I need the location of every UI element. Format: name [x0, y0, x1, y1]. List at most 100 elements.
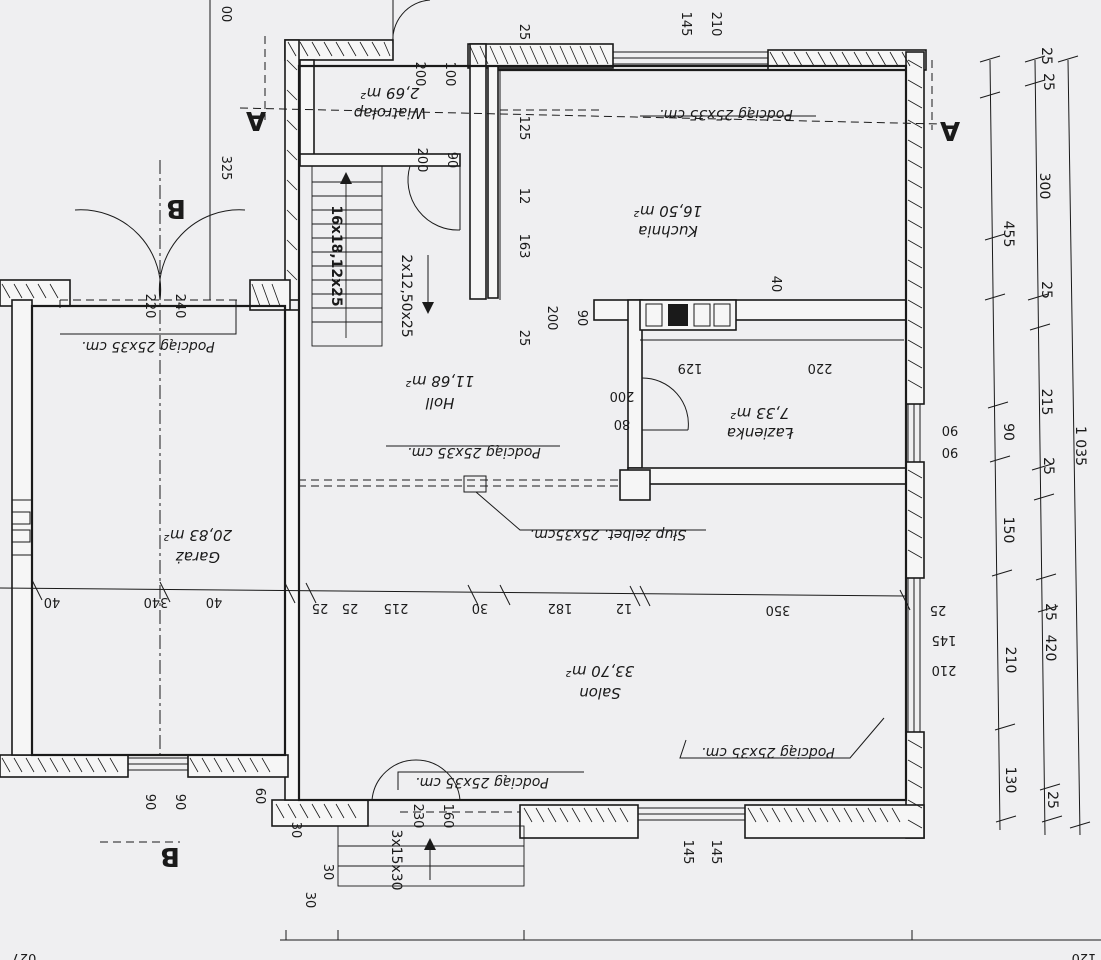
dim-cross-8: 12: [616, 600, 633, 615]
dim-bottom-60: 60: [252, 788, 267, 805]
dim-chimney-40: 40: [768, 276, 783, 293]
room-name-garaz: Garaż: [175, 548, 220, 566]
dim-kitchen-door-1: 200: [544, 306, 559, 331]
entry-stairs: [337, 825, 525, 887]
dim-top-left-door-1: 200: [412, 62, 427, 87]
room-name-hall: Holl: [425, 394, 455, 412]
dim-kitchen-left-0: 125: [516, 116, 531, 141]
labels: A A B B Wiatrołap 2,69 m² Kuchnia 16,50 …: [60, 84, 960, 891]
section-mark-a-left: A: [246, 105, 266, 135]
dim-garage-window-low-0: 90: [142, 794, 157, 811]
dim-left-top: 00: [218, 6, 233, 23]
dim-kitchen-left-1: 12: [516, 188, 531, 205]
chimney: [639, 299, 737, 331]
dim-cross-5: 215: [384, 600, 409, 615]
room-area-lazienka: 7,33 m²: [731, 404, 790, 422]
windows: [11, 51, 921, 821]
dim-cross-10: 25: [930, 602, 947, 617]
dim-bath-window-1: 90: [942, 444, 959, 459]
plan-dimensions: 210 145 100 200 25 00 325 125 12 163 90 …: [12, 6, 1097, 960]
dim-right-mid-0: 455: [1000, 221, 1016, 248]
dim-bottom-edge-left: 027: [12, 950, 37, 960]
dim-right-outer-3: 215: [1038, 389, 1054, 416]
room-area-kuchnia: 16,50 m²: [634, 202, 702, 220]
room-area-salon: 33,70 m²: [566, 662, 634, 680]
room-name-salon: Salon: [579, 684, 621, 702]
beam-lines: [59, 36, 941, 843]
room-area-garaz: 20,83 m²: [164, 526, 232, 544]
dim-top-window-1: 145: [678, 12, 693, 37]
dim-entry-door-1: 230: [410, 804, 425, 829]
dim-cross-0: 40: [44, 594, 61, 609]
note-podciag-entry: Podciąg 25x35 cm.: [415, 774, 549, 790]
note-stairs-main: 16x18,12x25: [328, 205, 344, 306]
note-podciag-salon: Podciąg 25x35 cm.: [701, 744, 835, 760]
note-podciag-garage: Podciąg 25x35 cm.: [81, 338, 215, 354]
right-dimensions: 25 300 25 215 25 150 25 210 25 130 25 45…: [1000, 47, 1088, 809]
dim-bath-width-1: 220: [808, 360, 833, 375]
note-stairs-landing: 2x12,50x25: [398, 254, 414, 337]
room-name-kuchnia: Kuchnia: [638, 222, 698, 240]
dim-bath-window-0: 90: [942, 422, 959, 437]
dim-bottom-stair-0: 30: [288, 822, 303, 839]
dim-salon-window-0: 145: [932, 632, 957, 647]
section-mark-a-right: A: [940, 115, 960, 145]
dim-kitchen-door-0: 90: [574, 310, 589, 327]
dim-cross-3: 25: [312, 600, 329, 615]
dim-wiatrolap-door-1: 200: [414, 148, 429, 173]
dim-right-outer-4: 25: [1040, 457, 1056, 475]
dim-top-left-door-0: 100: [442, 62, 457, 87]
dim-top-window-0: 210: [708, 12, 723, 37]
dim-right-total: 1 035: [1072, 426, 1088, 466]
dim-garage-window-low-1: 90: [172, 794, 187, 811]
dim-bottom-window-0: 145: [680, 840, 695, 865]
dim-right-outer-0: 25: [1038, 47, 1054, 65]
dim-garage-door-1: 220: [142, 294, 157, 319]
note-stairs-entry: 3x15x30: [388, 829, 404, 890]
dim-top-wall-25: 25: [516, 24, 531, 41]
wall-hatching: [1, 41, 923, 829]
dim-right-outer-6: 25: [1042, 603, 1058, 621]
dim-bottom-stair-2: 30: [302, 892, 317, 909]
dim-wiatrolap-door-0: 90: [444, 152, 459, 169]
dim-bath-door-0: 80: [614, 416, 631, 431]
note-podciag-kitchen: Podciąg 25x35 cm.: [659, 106, 793, 122]
dim-bath-width-0: 129: [678, 360, 703, 375]
dim-right-outer-10: 25: [1040, 73, 1056, 91]
dim-right-outer-8: 25: [1044, 791, 1060, 809]
dim-right-outer-9: 130: [1002, 767, 1018, 794]
dim-salon-window-1: 210: [932, 662, 957, 677]
dim-cross-4: 25: [342, 600, 359, 615]
dim-bottom-stair-1: 30: [320, 864, 335, 881]
dim-right-mid-2: 420: [1042, 635, 1058, 662]
dim-cross-7: 182: [548, 600, 573, 615]
dim-cross-6: 30: [472, 600, 489, 615]
section-mark-b-bottom: B: [160, 841, 180, 871]
room-outlines: [30, 64, 908, 802]
dim-right-mid-1: 90: [1000, 423, 1016, 441]
room-area-hall: 11,68 m²: [406, 372, 474, 390]
dim-bottom-edge-right: 120: [1072, 950, 1097, 960]
dim-kitchen-left-2: 163: [516, 234, 531, 259]
dim-bottom-window-1: 145: [708, 840, 723, 865]
doors: [74, 0, 689, 801]
dim-garage-door-0: 240: [172, 294, 187, 319]
dim-right-outer-5: 150: [1000, 517, 1016, 544]
dim-bath-door-1: 200: [610, 388, 635, 403]
dim-kitchen-door-25: 25: [516, 330, 531, 347]
dim-cross-9: 350: [766, 602, 791, 617]
dim-left-325: 325: [218, 156, 233, 181]
section-mark-b-top: B: [166, 193, 186, 223]
column: [463, 475, 487, 493]
dim-cross-2: 40: [206, 594, 223, 609]
note-podciag-hall: Podciąg 25x35 cm.: [407, 444, 541, 460]
dim-cross-1: 340: [144, 594, 169, 609]
note-slup: Słup żelbet. 25x35cm.: [530, 526, 687, 542]
dim-right-outer-1: 300: [1036, 173, 1052, 200]
main-stairs: [311, 165, 434, 347]
dim-right-outer-2: 25: [1038, 281, 1054, 299]
room-name-lazienka: Łazienka: [727, 424, 794, 442]
room-name-wiatrolap: Wiatrołap: [354, 104, 426, 122]
